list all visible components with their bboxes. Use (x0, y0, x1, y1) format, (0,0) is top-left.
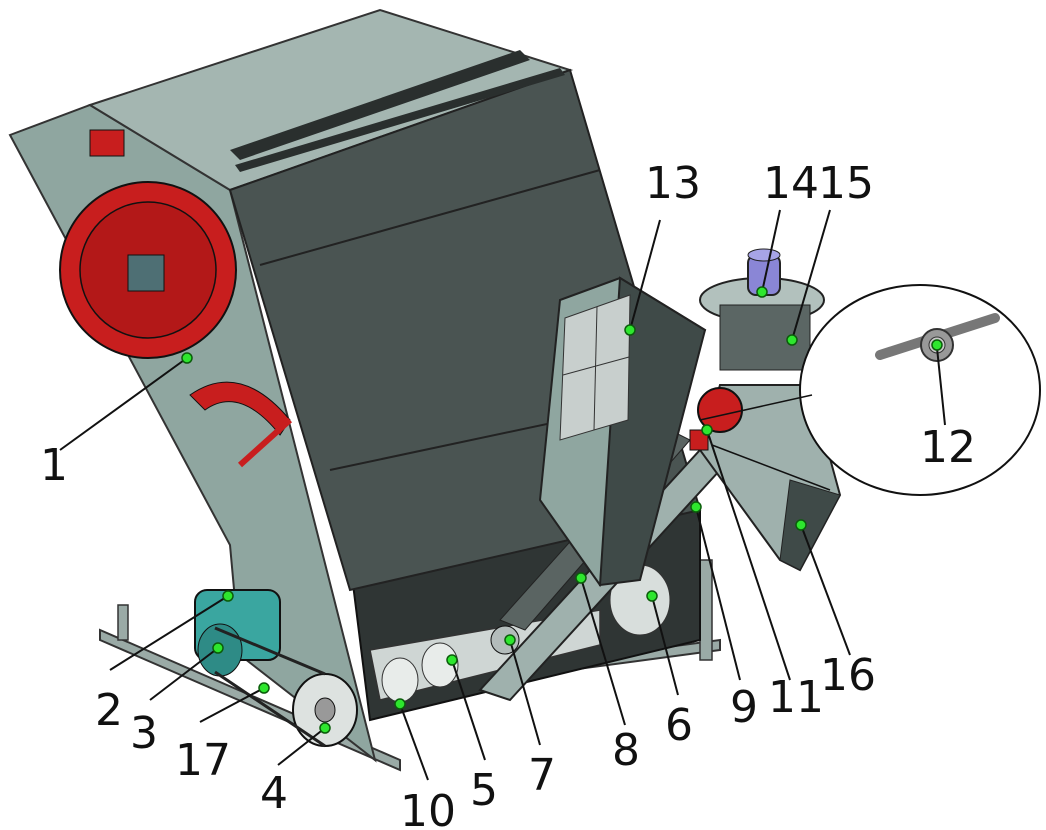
callout-numbers: 1 2 3 4 5 6 7 8 9 10 11 12 13 14 15 16 1… (40, 158, 976, 830)
callout-11: 11 (768, 672, 824, 723)
callout-markers (181, 286, 943, 734)
filter-housing (538, 276, 707, 588)
callout-1: 1 (40, 440, 68, 491)
callout-2: 2 (95, 685, 123, 736)
callout-15: 15 (818, 158, 874, 209)
callout-13: 13 (645, 158, 701, 209)
callout-4: 4 (260, 768, 288, 819)
callout-16: 16 (820, 650, 876, 701)
callout-7: 7 (528, 750, 556, 801)
detail-magnifier (699, 284, 1041, 496)
callout-17: 17 (175, 735, 231, 786)
leader-lines (59, 209, 946, 781)
callout-5: 5 (470, 765, 498, 816)
callout-10: 10 (400, 786, 456, 830)
callout-9: 9 (730, 682, 758, 733)
callout-6: 6 (665, 700, 693, 751)
callout-8: 8 (612, 725, 640, 776)
callout-3: 3 (130, 708, 158, 759)
fan-assembly (699, 248, 825, 371)
side-hatch (59, 129, 293, 468)
callout-14: 14 (763, 158, 819, 209)
callout-12: 12 (920, 422, 976, 473)
